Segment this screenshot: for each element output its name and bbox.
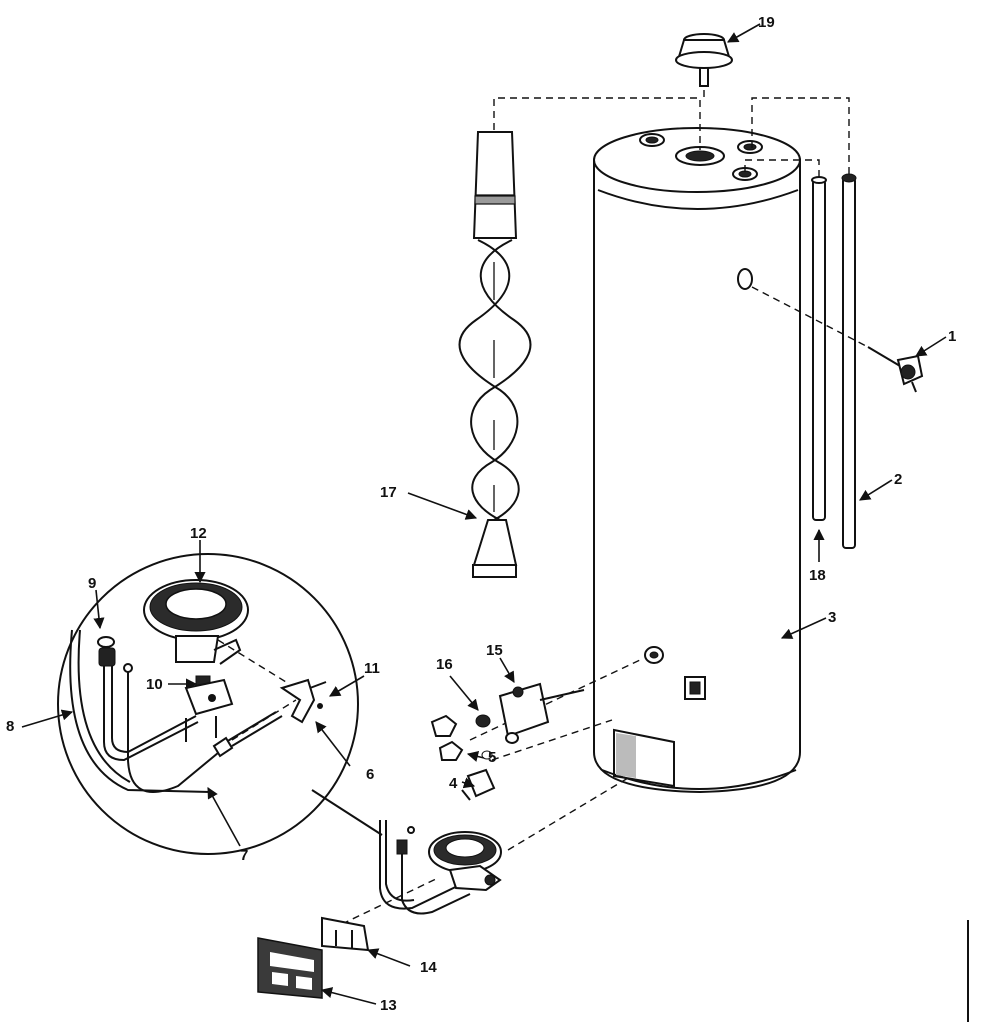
leader-11 [329,675,365,697]
leader-15 [499,657,515,683]
leader-1 [915,336,947,357]
callout-17: 17 [380,484,397,501]
leader-13 [320,987,377,1005]
callout-3: 3 [828,609,836,626]
draft-hood [675,33,733,87]
callout-5: 5 [488,749,496,766]
callout-1: 1 [948,328,956,345]
leader-4 [461,777,476,789]
leader-3 [780,617,827,639]
callout-10: 10 [146,676,163,693]
callout-19: 19 [758,14,775,31]
manifold-bracket [279,678,327,724]
callout-13: 13 [380,997,397,1014]
access-doors [257,916,370,999]
callout-18: 18 [809,567,826,584]
callout-9: 9 [88,575,96,592]
water-heater-tank [593,127,801,794]
callout-4: 4 [449,775,458,792]
thermocouple-and-tubes [69,629,283,793]
burner-assembly [143,579,249,665]
leader-5 [466,751,485,762]
flue-baffle [458,131,532,578]
callout-16: 16 [436,656,453,673]
leader-16 [449,675,479,711]
burner-detail-circle [57,553,383,855]
gas-control-parts [430,682,585,801]
callout-14: 14 [420,959,437,976]
leader-8 [21,709,74,728]
callout-12: 12 [190,525,207,542]
leader-7 [207,787,241,847]
callout-7: 7 [240,847,248,864]
callout-6: 6 [366,766,374,783]
leader-2 [859,479,893,501]
dashed-guides [217,90,871,925]
callout-2: 2 [894,471,902,488]
leader-14 [366,948,411,967]
leader-9 [93,589,105,630]
pilot-assembly [97,636,234,794]
callout-11: 11 [364,660,380,677]
leader-17 [407,492,478,520]
callout-8: 8 [6,718,14,735]
relief-valve [867,346,924,393]
dip-tubes [811,173,857,549]
leader-arrows [21,23,947,1005]
leader-19 [727,23,761,43]
callout-labels: 1 2 3 4 5 6 7 8 9 10 11 12 13 14 15 16 1… [6,14,956,1014]
leader-6 [315,721,351,767]
burner-unit-small [379,820,502,915]
callout-15: 15 [486,642,503,659]
